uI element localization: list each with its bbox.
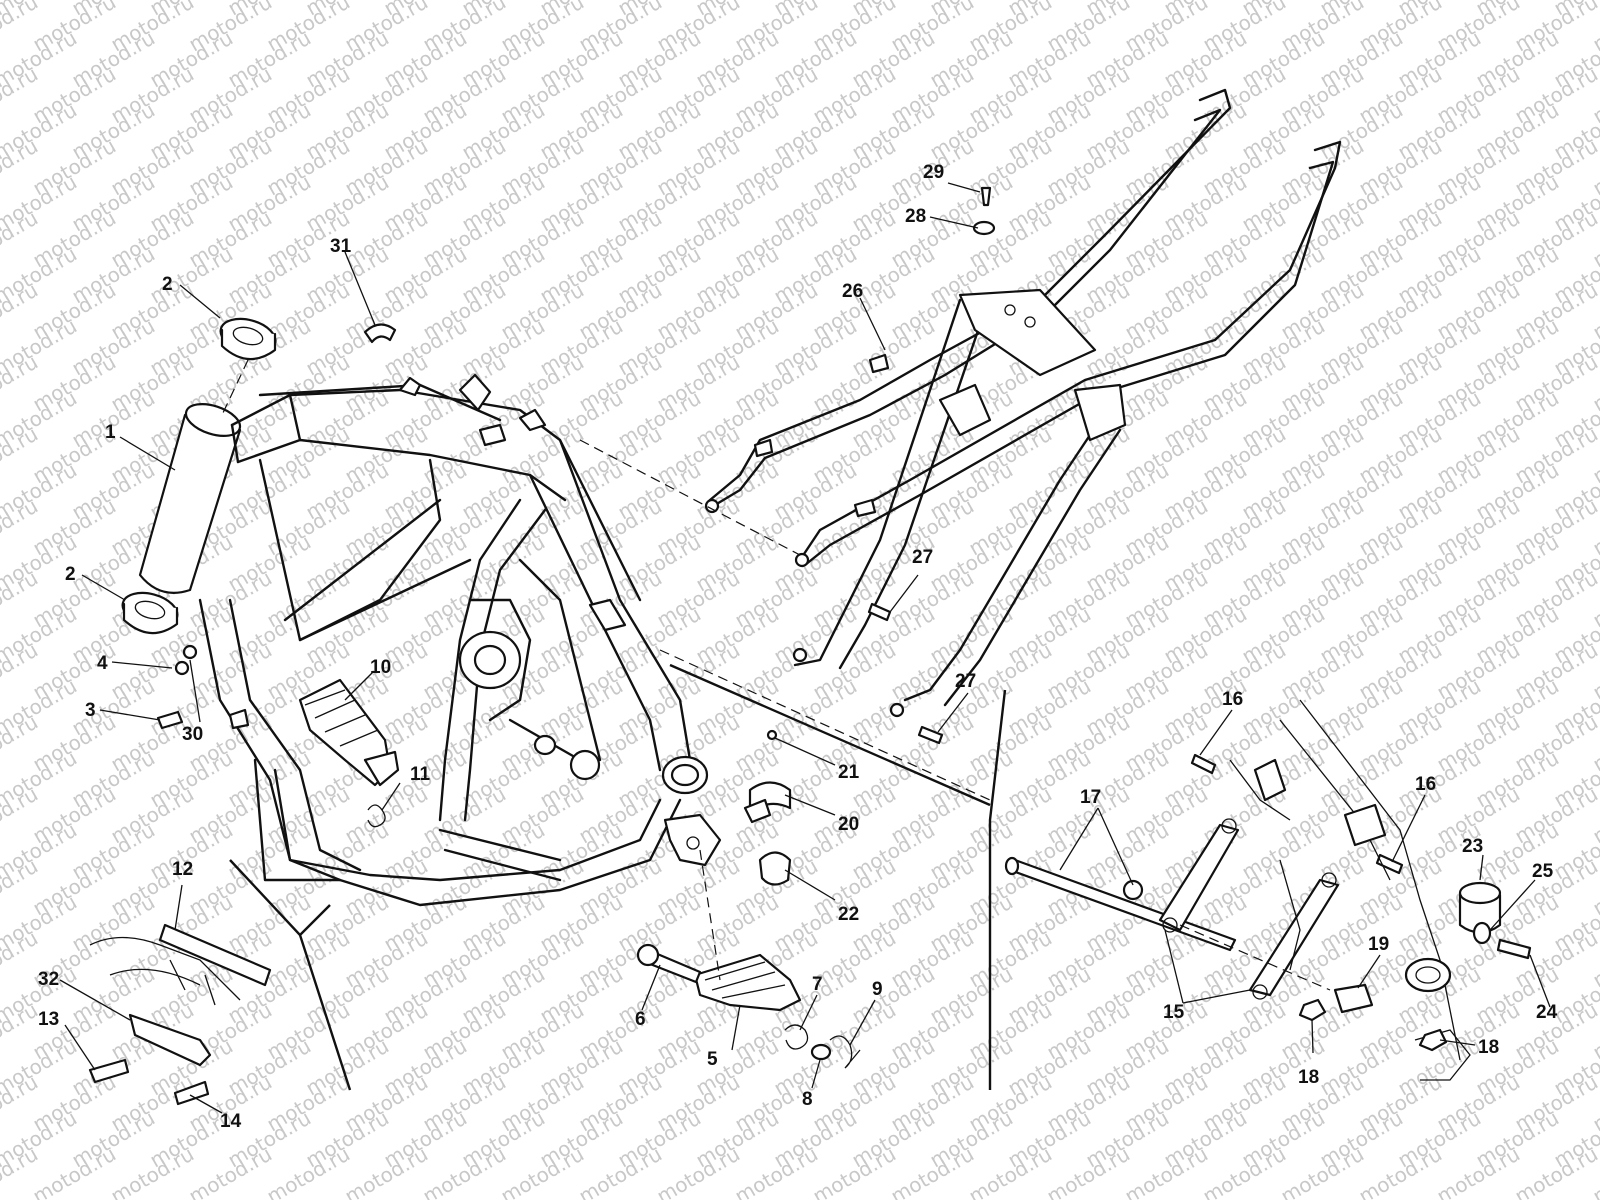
callout-labels: 1 2 2 3 4 5 6 7 8 9 10 11 12 13 14 15 16… bbox=[38, 162, 1558, 1132]
lower-bearing bbox=[121, 591, 179, 635]
callout-30: 30 bbox=[182, 724, 203, 745]
upper-bearing bbox=[219, 317, 277, 361]
callout-31: 31 bbox=[330, 236, 352, 257]
callout-15: 15 bbox=[1163, 1002, 1185, 1023]
callout-27b: 27 bbox=[955, 671, 976, 692]
clamp-20 bbox=[743, 781, 792, 824]
screw-27b bbox=[917, 725, 944, 745]
subframe bbox=[704, 88, 1342, 718]
inset-left bbox=[88, 923, 272, 1106]
callout-7: 7 bbox=[812, 974, 823, 995]
callout-29: 29 bbox=[923, 162, 944, 183]
callout-16b: 16 bbox=[1415, 774, 1436, 795]
callout-32: 32 bbox=[38, 969, 59, 990]
washer-8 bbox=[810, 1043, 832, 1061]
screw-27a bbox=[867, 602, 892, 622]
callout-26: 26 bbox=[842, 281, 863, 302]
callout-22: 22 bbox=[838, 904, 859, 925]
callout-2a: 2 bbox=[162, 274, 173, 295]
callout-20: 20 bbox=[838, 814, 859, 835]
callout-11: 11 bbox=[410, 764, 431, 785]
spring-7 bbox=[784, 1024, 809, 1050]
callout-6: 6 bbox=[635, 1009, 646, 1030]
inset-right-divider bbox=[988, 689, 1007, 1090]
cap-22 bbox=[758, 851, 792, 886]
inset-right bbox=[1004, 699, 1532, 1081]
callout-23: 23 bbox=[1462, 836, 1483, 857]
washer-28 bbox=[972, 220, 996, 236]
callout-28: 28 bbox=[905, 206, 926, 227]
callout-1: 1 bbox=[105, 422, 116, 443]
callout-25: 25 bbox=[1532, 861, 1554, 882]
footpeg-right bbox=[693, 953, 802, 1012]
main-frame bbox=[138, 373, 722, 907]
callout-24: 24 bbox=[1536, 1002, 1558, 1023]
callout-19: 19 bbox=[1368, 934, 1389, 955]
callout-13: 13 bbox=[38, 1009, 59, 1030]
screw-21 bbox=[766, 729, 778, 741]
callout-16a: 16 bbox=[1222, 689, 1243, 710]
callout-3: 3 bbox=[85, 700, 96, 721]
callout-18a: 18 bbox=[1298, 1067, 1319, 1088]
callout-10: 10 bbox=[370, 657, 391, 678]
callout-4: 4 bbox=[97, 653, 108, 674]
screw-29 bbox=[980, 186, 992, 207]
spring-11 bbox=[367, 804, 386, 828]
footpeg-left bbox=[298, 678, 400, 787]
callout-27a: 27 bbox=[912, 547, 933, 568]
leader-lines bbox=[59, 182, 1551, 1114]
clip-31 bbox=[363, 323, 397, 344]
callout-18b: 18 bbox=[1478, 1037, 1499, 1058]
callout-2b: 2 bbox=[65, 564, 76, 585]
callout-5: 5 bbox=[707, 1049, 718, 1070]
callout-14: 14 bbox=[220, 1111, 242, 1132]
callout-21: 21 bbox=[838, 762, 860, 783]
callout-17: 17 bbox=[1080, 787, 1101, 808]
screw-3 bbox=[156, 644, 198, 730]
callout-12: 12 bbox=[172, 859, 193, 880]
callout-8: 8 bbox=[802, 1089, 813, 1110]
callout-9: 9 bbox=[872, 979, 883, 1000]
clip-9 bbox=[829, 1035, 861, 1069]
